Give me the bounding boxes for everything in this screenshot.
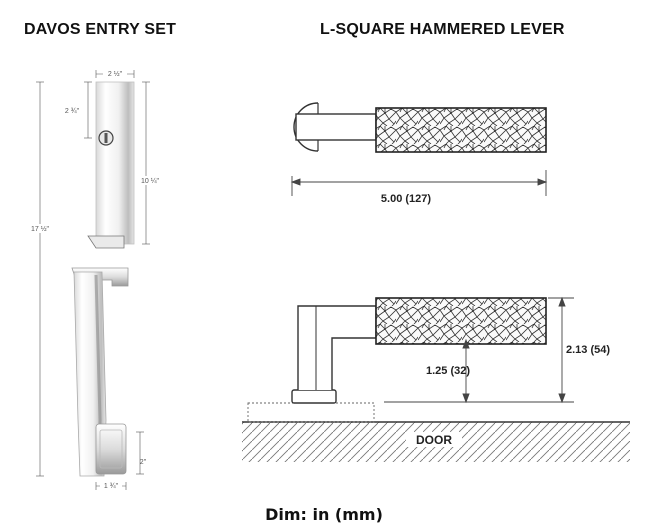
lever-title: L-SQUARE HAMMERED LEVER: [320, 21, 565, 38]
lever-neck: [295, 113, 377, 141]
dim-bottom-width: 1 ¾": [104, 483, 119, 490]
units-footer: Dim: in (mm): [265, 505, 383, 524]
door-label: DOOR: [416, 433, 452, 447]
dim-lever-clearance: 1.25 (32): [426, 365, 470, 377]
dim-top-width: 2 ½": [108, 70, 123, 78]
escutcheon-plate: [95, 81, 135, 245]
entry-set-title: DAVOS ENTRY SET: [24, 21, 177, 38]
lever-side-hammered-grip: [375, 297, 547, 345]
dim-upper-height: 10 ¼": [141, 178, 160, 185]
lever-side-view: 1.25 (32) 2.13 (54) DOOR: [242, 296, 630, 462]
lever-base: [291, 389, 337, 404]
bottom-rose: [95, 423, 127, 475]
mounting-outline: [247, 402, 375, 423]
thumb-piece: [87, 235, 125, 249]
entry-set-drawing: 2 ½" 17 ½" 10 ¼" 2 ¾" 2" 1 ¾": [28, 69, 160, 490]
dim-cylinder-offset: 2 ¾": [65, 108, 80, 115]
dim-bottom-height: 2": [140, 459, 147, 466]
dim-lever-length: 5.00 (127): [381, 193, 431, 205]
lever-hammered-grip: [375, 107, 547, 153]
lever-l-neck: [297, 305, 377, 390]
dim-lever-height: 2.13 (54): [566, 344, 610, 356]
dim-total-height: 17 ½": [31, 225, 50, 233]
lever-top-view: 5.00 (127): [290, 102, 548, 205]
